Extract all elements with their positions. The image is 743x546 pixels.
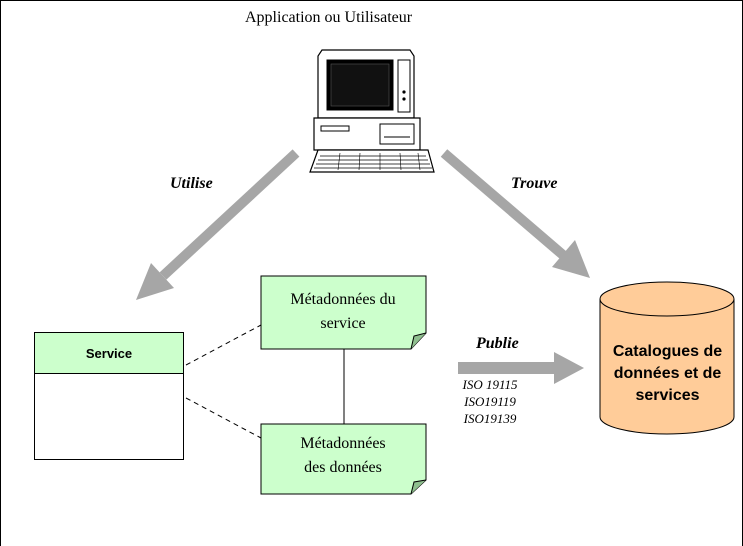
iso-standard-item: ISO19139 [463, 411, 517, 426]
publishes-arrow [458, 352, 584, 384]
uses-arrow [136, 149, 300, 300]
service-box: Service [34, 332, 184, 460]
catalog-cylinder [599, 281, 735, 435]
service-metadata-note [260, 275, 427, 350]
data-metadata-note [260, 423, 427, 495]
catalog-line: services [635, 387, 700, 404]
uses-label: Utilise [170, 175, 213, 192]
computer-icon [309, 49, 435, 173]
iso-standards-list: ISO 19115 ISO19119 ISO19139 [455, 376, 525, 427]
data-metadata-line: Métadonnées [300, 435, 386, 452]
catalog-text: Catalogues de données et de services [600, 341, 735, 407]
finds-arrow [440, 149, 590, 278]
finds-label: Trouve [511, 175, 558, 192]
dashed-connectors [185, 324, 262, 439]
publishes-label: Publie [476, 335, 519, 352]
iso-standard-item: ISO 19115 [462, 377, 518, 392]
application-user-label: Application ou Utilisateur [245, 9, 413, 26]
service-metadata-line: service [320, 315, 366, 332]
data-metadata-text: Métadonnées des données [263, 432, 423, 480]
service-metadata-line: Métadonnées du [290, 291, 396, 308]
catalog-line: Catalogues de [612, 343, 723, 360]
service-metadata-text: Métadonnées du service [263, 288, 423, 336]
service-title: Service [35, 333, 183, 374]
iso-standard-item: ISO19119 [464, 394, 516, 409]
catalog-line: données et de [613, 365, 722, 382]
data-metadata-line: des données [304, 459, 382, 476]
